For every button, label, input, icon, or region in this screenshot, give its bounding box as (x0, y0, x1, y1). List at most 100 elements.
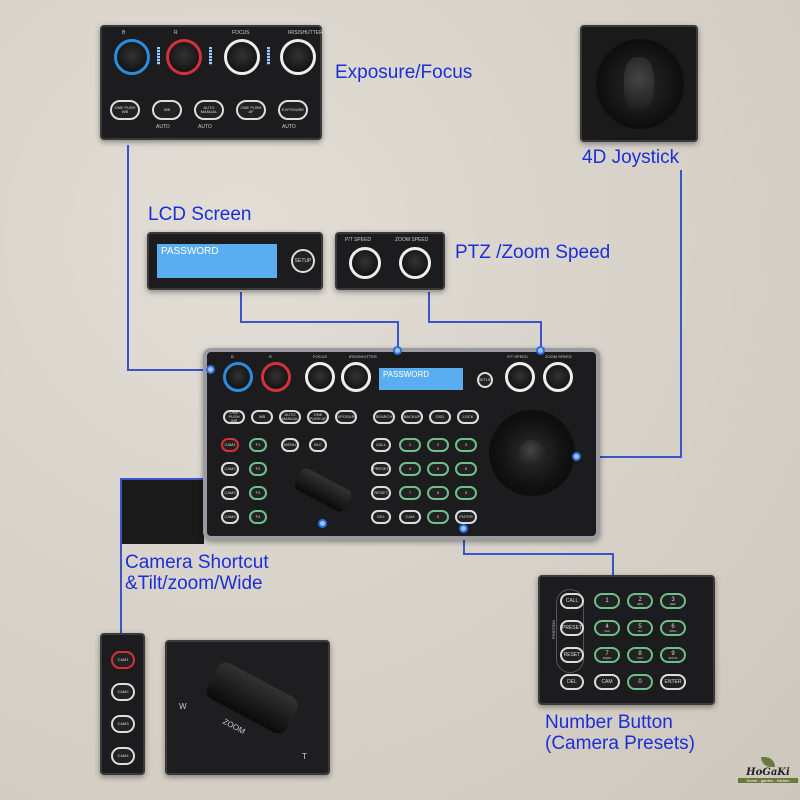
cam-button[interactable]: CAM1 (111, 651, 135, 669)
cam-button[interactable]: CAM1 (221, 438, 239, 452)
number-key[interactable]: 9 (455, 486, 477, 500)
osd-button[interactable]: OSD (429, 410, 451, 424)
setup-button[interactable]: SETUP (477, 372, 493, 388)
position-group (556, 589, 584, 673)
ptz-knob[interactable] (543, 362, 573, 392)
exposure-button[interactable]: ONE PUSH WB (110, 100, 140, 120)
exposure-button[interactable]: EXPOSURE (335, 410, 357, 424)
ptz-knob[interactable] (399, 247, 431, 279)
exposure-button[interactable]: AUTO MANUAL (279, 410, 301, 424)
number-key-letters: TUV (637, 655, 643, 660)
exposure-button[interactable]: ONE PUSH AF (307, 410, 329, 424)
number-key-digit: 1 (605, 598, 609, 604)
exposure-button[interactable]: EXPOSURE (278, 100, 308, 120)
numpad-reset-button[interactable]: RESET (560, 647, 584, 663)
numpad-del-button[interactable]: DEL (371, 510, 391, 524)
number-key-digit: 8 (638, 650, 642, 657)
numpad-preset-button[interactable]: PRESET (560, 620, 584, 636)
cam-button[interactable]: CAM4 (111, 747, 135, 765)
connector-line (397, 321, 399, 349)
exposure-button[interactable]: ONE PUSH AF (236, 100, 266, 120)
lcd-panel: PASSWORD SETUP (147, 232, 323, 290)
cam-select-button[interactable]: CAM (399, 510, 421, 524)
backup-button[interactable]: BACKUP (401, 410, 423, 424)
enter-button[interactable]: ENTER (660, 674, 686, 690)
zoom-rocker[interactable] (202, 659, 302, 737)
knob[interactable] (223, 362, 253, 392)
knob-label: R (174, 30, 178, 36)
connector-line (463, 540, 465, 555)
function-button[interactable]: F1 (249, 438, 267, 452)
number-key-digit: 3 (671, 596, 675, 603)
knob-0[interactable] (114, 39, 150, 75)
joystick[interactable] (596, 39, 684, 129)
joystick-handle[interactable] (519, 440, 545, 466)
number-key[interactable]: 0 (427, 510, 449, 524)
cam-button[interactable]: CAM3 (111, 715, 135, 733)
exposure-button[interactable]: WB (152, 100, 182, 120)
ptz-knob[interactable] (505, 362, 535, 392)
lock-button[interactable]: LOCK (457, 410, 479, 424)
exposure-button[interactable]: AUTO MANUAL (194, 100, 224, 120)
joystick[interactable] (489, 410, 575, 496)
knob-1[interactable] (166, 39, 202, 75)
search-button[interactable]: SEARCH (373, 410, 395, 424)
number-key[interactable]: 8 (427, 486, 449, 500)
numpad-preset-button[interactable]: PRESET (371, 462, 391, 476)
knob[interactable] (261, 362, 291, 392)
number-key[interactable]: 1 (399, 438, 421, 452)
number-key-letters: DEF (670, 601, 676, 606)
knob[interactable] (305, 362, 335, 392)
connector-line (428, 321, 541, 323)
number-key[interactable]: 6 (455, 462, 477, 476)
number-key[interactable]: 1 (594, 593, 620, 609)
callout-dot (459, 524, 468, 533)
cam-button[interactable]: CAM4 (221, 510, 239, 524)
numpad-call-button[interactable]: CALL (371, 438, 391, 452)
tele-label: T (302, 752, 307, 761)
cam-select-button[interactable]: CAM (594, 674, 620, 690)
function-button[interactable]: F4 (249, 510, 267, 524)
number-key-letters: GHI (604, 628, 610, 633)
number-key[interactable]: 7 (399, 486, 421, 500)
knob-2[interactable] (224, 39, 260, 75)
number-key[interactable]: 5 (427, 462, 449, 476)
blc-button[interactable]: BLC (309, 438, 327, 452)
number-key-digit: 7 (605, 650, 609, 657)
zoom-rocker[interactable] (292, 466, 354, 514)
exposure-button[interactable]: ONE PUSH WB (223, 410, 245, 424)
ptz-knob-label: P/T SPEED (345, 237, 372, 243)
number-key[interactable]: 3 (455, 438, 477, 452)
numpad-reset-button[interactable]: RESET (371, 486, 391, 500)
numpad-call-button[interactable]: CALL (560, 593, 584, 609)
exposure-focus-label: Exposure/Focus (335, 62, 473, 83)
cam-button[interactable]: CAM3 (221, 486, 239, 500)
knob-3[interactable] (280, 39, 316, 75)
number-key[interactable]: 0 (627, 674, 653, 690)
setup-button[interactable]: SETUP (291, 249, 315, 273)
cam-button[interactable]: CAM2 (221, 462, 239, 476)
ptz-knob[interactable] (349, 247, 381, 279)
menu-button[interactable]: MENU (281, 438, 299, 452)
cam-button[interactable]: CAM2 (111, 683, 135, 701)
number-key-letters: WXYZ (668, 655, 678, 660)
function-button[interactable]: F2 (249, 462, 267, 476)
function-button[interactable]: F3 (249, 486, 267, 500)
connector-line (120, 478, 122, 633)
number-key[interactable]: 2 (427, 438, 449, 452)
exposure-button[interactable]: WB (251, 410, 273, 424)
enter-button[interactable]: ENTER (455, 510, 477, 524)
joystick-handle[interactable] (624, 57, 654, 111)
numpad-del-button[interactable]: DEL (560, 674, 584, 690)
number-key[interactable]: 4 (399, 462, 421, 476)
knob[interactable] (341, 362, 371, 392)
